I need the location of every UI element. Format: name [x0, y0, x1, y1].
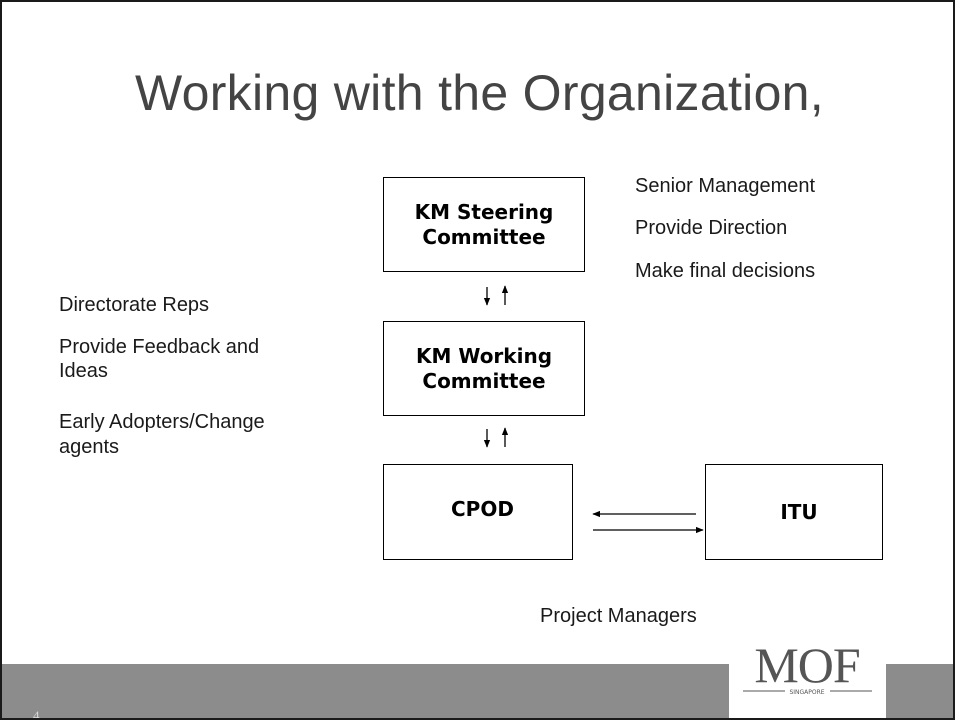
cpod-label: CPOD [451, 497, 514, 521]
page-number: 4 [33, 708, 40, 720]
steering-label-line2: Committee [422, 224, 546, 249]
note-senior-management: Senior Management [635, 175, 816, 197]
note-ideas: Ideas [59, 360, 108, 382]
note-early-adopters: Early Adopters/Change [59, 411, 265, 433]
arrow-working-cpod [483, 427, 509, 448]
note-directorate-reps: Directorate Reps [59, 294, 210, 316]
slide-title: Working with the Organization, [135, 65, 824, 121]
working-label-line1: KM Working [415, 343, 553, 368]
logo-subtext: SINGAPORE [789, 689, 824, 696]
cpod-box: CPOD [383, 464, 573, 560]
note-make-final-decisions: Make final decisions [635, 260, 816, 282]
itu-box: ITU [705, 464, 883, 560]
note-provide-feedback: Provide Feedback and [59, 336, 260, 358]
km-working-committee-box: KM Working Committee [383, 321, 585, 416]
arrow-steering-working [483, 285, 509, 306]
note-agents: agents [59, 436, 120, 458]
working-label-line2: Committee [422, 368, 546, 393]
mof-logo-graphic: MOF SINGAPORE [743, 637, 872, 696]
steering-label-line1: KM Steering [414, 199, 554, 224]
itu-label: ITU [780, 499, 818, 524]
note-provide-direction: Provide Direction [635, 217, 788, 239]
arrow-cpod-itu [592, 510, 704, 534]
logo-text: MOF [754, 637, 859, 693]
mof-logo: MOF SINGAPORE [729, 630, 886, 718]
km-steering-committee-box: KM Steering Committee [383, 177, 585, 272]
note-project-managers: Project Managers [540, 605, 697, 627]
